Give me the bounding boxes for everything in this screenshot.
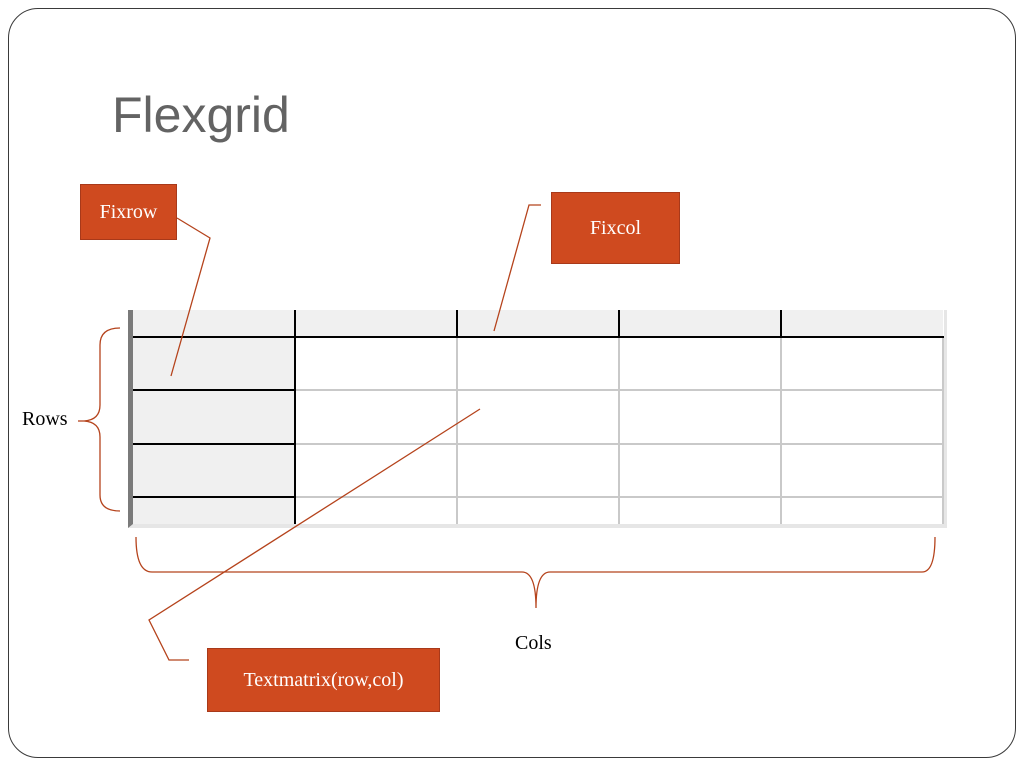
grid-fixed-cell <box>618 310 782 338</box>
grid-fixed-cell <box>294 310 458 338</box>
callout-textmatrix: Textmatrix(row,col) <box>207 648 440 712</box>
grid-row <box>133 310 943 338</box>
grid-fixed-cell <box>133 310 296 338</box>
grid-cell <box>780 442 944 499</box>
grid-cell <box>780 389 944 445</box>
flexgrid-table <box>133 310 944 524</box>
flexgrid <box>128 310 947 528</box>
grid-row <box>133 496 944 524</box>
grid-cell <box>780 335 944 392</box>
grid-cell <box>294 335 458 392</box>
grid-fixed-cell <box>133 389 296 445</box>
rows-label: Rows <box>22 408 68 430</box>
grid-cell <box>618 389 782 445</box>
grid-fixed-cell <box>456 310 620 338</box>
grid-cell <box>456 389 620 445</box>
grid-fixed-cell <box>133 442 296 499</box>
grid-cell <box>618 442 782 499</box>
grid-row <box>133 442 944 499</box>
grid-cell <box>294 389 458 445</box>
grid-cell <box>618 496 782 524</box>
grid-fixed-cell <box>780 310 943 338</box>
grid-row <box>133 335 944 392</box>
page-title: Flexgrid <box>112 87 290 143</box>
grid-fixed-cell <box>133 335 296 392</box>
grid-cell <box>780 496 944 524</box>
callout-fixcol: Fixcol <box>551 192 680 264</box>
grid-cell <box>456 496 620 524</box>
cols-label: Cols <box>515 632 552 654</box>
grid-cell <box>294 496 458 524</box>
grid-cell <box>294 442 458 499</box>
callout-fixrow: Fixrow <box>80 184 177 240</box>
grid-fixed-cell <box>133 496 296 524</box>
grid-cell <box>456 335 620 392</box>
grid-cell <box>618 335 782 392</box>
grid-row <box>133 389 944 445</box>
grid-cell <box>456 442 620 499</box>
